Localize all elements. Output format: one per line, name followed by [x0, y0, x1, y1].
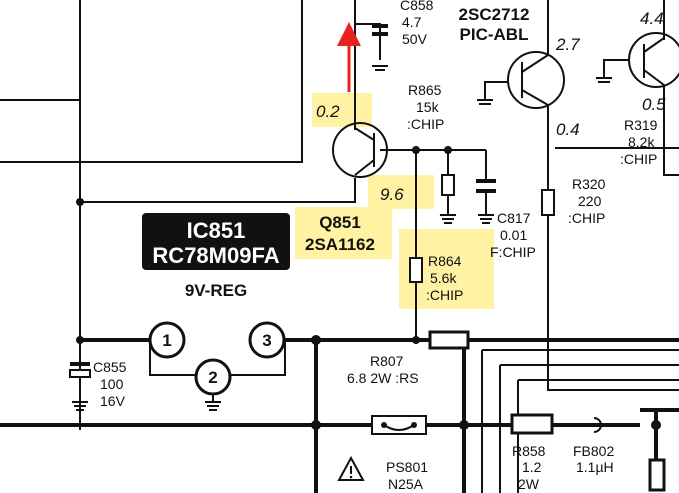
ps801-ref: PS801 — [386, 459, 428, 475]
r858-rating: 2W — [518, 476, 540, 492]
r865-type: :CHIP — [407, 116, 444, 132]
q-top-transistor-symbol — [507, 51, 565, 109]
c858-ref: C858 — [400, 0, 434, 13]
q-right-collector-voltage: 4.4 — [640, 9, 664, 28]
ps801-value: N25A — [388, 476, 424, 492]
r320-value: 220 — [578, 193, 602, 209]
fb802-symbol — [593, 417, 602, 433]
q-top-base-voltage: 2.7 — [555, 35, 580, 54]
highlight-q851-base — [368, 175, 434, 209]
r858-ref: R858 — [512, 443, 546, 459]
c855-ref: C855 — [93, 359, 127, 375]
resistor-symbols — [409, 174, 666, 492]
ground-symbols — [72, 77, 612, 411]
resistor-right-bottom — [648, 458, 666, 492]
c817-ref: C817 — [497, 210, 531, 226]
r807-ref: R807 — [370, 353, 404, 369]
r864-type: :CHIP — [426, 287, 463, 303]
c817-type: F:CHIP — [490, 244, 536, 260]
c858-value: 4.7 — [402, 14, 422, 30]
q-top-emitter-voltage: 0.4 — [556, 120, 580, 139]
r319-type: :CHIP — [620, 151, 657, 167]
q-top-part: 2SC2712 — [459, 5, 530, 24]
r865-symbol — [441, 174, 455, 196]
q-right-transistor-symbol — [628, 32, 679, 88]
ps801-fuse-symbol — [371, 415, 427, 435]
ic851-pin-1: 1 — [162, 331, 171, 350]
r320-ref: R320 — [572, 176, 606, 192]
r864-symbol — [409, 257, 423, 283]
c858-rating: 50V — [402, 31, 428, 47]
c858-symbol — [372, 24, 388, 71]
junctions — [76, 146, 661, 430]
q851-base-voltage: 9.6 — [380, 185, 404, 204]
q851-ref: Q851 — [319, 213, 361, 232]
c855-symbol — [69, 362, 91, 402]
q851-part: 2SA1162 — [305, 235, 375, 254]
fb802-value: 1.1µH — [576, 459, 614, 475]
c855-value: 100 — [100, 376, 124, 392]
c817-symbol — [476, 179, 496, 193]
r858-symbol — [510, 413, 554, 435]
ic851-label-box — [142, 213, 290, 270]
highlight-q851-emitter — [312, 93, 372, 127]
q-top-function: PIC-ABL — [460, 25, 529, 44]
warning-triangle-icon — [337, 455, 365, 481]
ic851-part: RC78M09FA — [152, 243, 279, 268]
q-right-emitter-voltage: 0.5 — [642, 95, 666, 114]
q851-emitter-voltage: 0.2 — [316, 102, 340, 121]
highlight-q851-label — [295, 207, 392, 259]
ic851-pins — [148, 321, 286, 396]
r319-ref: R319 — [624, 117, 658, 133]
r319-value: 8.2k — [628, 134, 655, 150]
r320-symbol — [541, 189, 555, 216]
q851-transistor-symbol — [332, 122, 388, 178]
r807-symbol — [428, 330, 470, 350]
r865-ref: R865 — [408, 82, 442, 98]
r865-value: 15k — [416, 99, 440, 115]
r858-value: 1.2 — [522, 459, 542, 475]
c817-value: 0.01 — [500, 227, 527, 243]
ic851-pin-3: 3 — [262, 331, 271, 350]
r807-spec: 6.8 2W :RS — [347, 370, 419, 386]
highlights — [295, 93, 494, 309]
c855-rating: 16V — [100, 393, 126, 409]
ic851-function: 9V-REG — [185, 281, 247, 300]
r864-ref: R864 — [428, 253, 462, 269]
ic851-ref: IC851 — [187, 218, 246, 243]
r864-value: 5.6k — [430, 270, 457, 286]
fb802-ref: FB802 — [573, 443, 614, 459]
ic851-pin-2: 2 — [208, 368, 217, 387]
r320-type: :CHIP — [568, 210, 605, 226]
